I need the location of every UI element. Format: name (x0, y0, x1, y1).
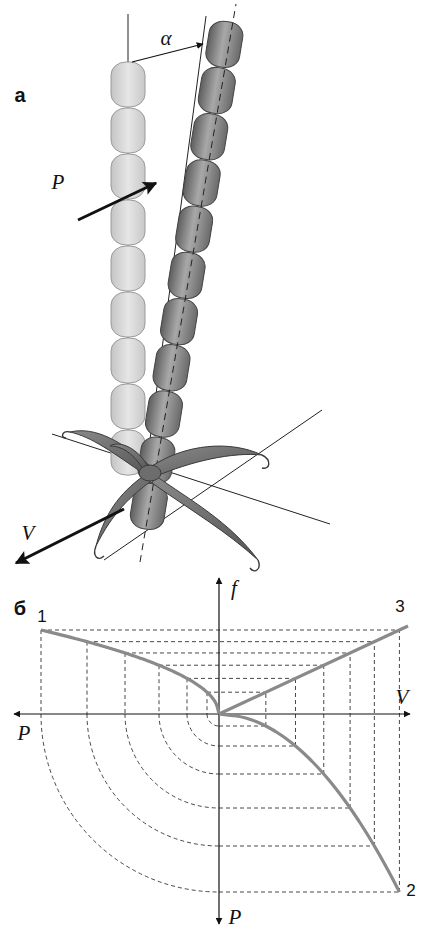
column-segment (111, 384, 145, 429)
v-p-axis (14, 713, 410, 714)
construction-line (219, 892, 399, 893)
column-segment (111, 246, 145, 291)
column-segment (204, 19, 245, 70)
construction-arc (41, 714, 219, 892)
tentacle-tip (63, 432, 70, 438)
column-axis-dashed (140, 4, 236, 562)
construction-line (207, 692, 208, 714)
base-axis-line (52, 434, 330, 524)
tentacle (152, 476, 258, 560)
construction-arc (159, 714, 219, 774)
velocity-label: V (20, 522, 37, 545)
construction-line (219, 726, 266, 727)
construction-line (219, 808, 350, 809)
tentacles (70, 431, 262, 560)
construction-line (374, 642, 375, 846)
construction-line (159, 665, 160, 714)
f-p-axis (218, 578, 219, 924)
tentacle (70, 431, 150, 476)
initial-body-column (111, 62, 145, 475)
column-segment (196, 65, 237, 116)
construction-line (219, 846, 374, 847)
column-segment (159, 296, 200, 347)
curve-number: 3 (393, 597, 406, 616)
curve-two (219, 714, 399, 892)
velocity-arrow (16, 509, 124, 563)
tentacle-tips (63, 432, 269, 571)
construction-line (159, 665, 324, 666)
column-segment (111, 62, 145, 107)
construction-arc (87, 714, 219, 846)
construction-line (219, 746, 295, 747)
column-segment (143, 389, 184, 440)
construction-line (265, 692, 266, 726)
construction-line (41, 630, 42, 714)
column-segment (111, 338, 145, 383)
construction-line (399, 630, 400, 892)
tentacle (152, 446, 262, 477)
construction-line (295, 678, 296, 746)
curve-number: 2 (404, 881, 417, 900)
construction-line (41, 630, 399, 631)
construction-arc (187, 714, 219, 746)
column-segment (166, 250, 207, 301)
construction-arc (207, 714, 219, 726)
axis-label: f (229, 577, 239, 600)
curve-three (219, 626, 408, 714)
tentacle-tip (262, 455, 269, 468)
construction-line (219, 774, 324, 775)
force-label: P (50, 171, 67, 194)
construction-line (187, 678, 295, 679)
panel-letter: б (12, 597, 28, 619)
construction-line (87, 641, 374, 642)
column-segment (174, 204, 215, 255)
panel-letter: а (12, 84, 27, 106)
curve-one (41, 630, 219, 714)
angle-label: α (158, 27, 173, 50)
graph-curves (41, 626, 408, 892)
force-arrow (78, 183, 156, 220)
axis-label: P (227, 906, 244, 929)
column-segment (111, 292, 145, 337)
curve-number: 1 (35, 607, 48, 626)
construction-line (323, 665, 324, 774)
construction-arc (125, 714, 219, 808)
construction-line (125, 653, 126, 714)
construction-line (125, 652, 350, 653)
construction-line (187, 678, 188, 714)
construction-line (87, 642, 88, 714)
axis-label: V (394, 686, 411, 709)
column-segment (189, 111, 230, 162)
hypostome (139, 465, 161, 481)
tentacle-tip (95, 546, 104, 558)
column-segment (111, 108, 145, 153)
construction-line (350, 653, 351, 808)
axis-label: P (16, 722, 33, 745)
construction-line (207, 692, 266, 693)
tentacle-tip (250, 560, 259, 571)
column-segment (111, 200, 145, 245)
construction-lines (41, 630, 399, 892)
column-segment (151, 342, 192, 393)
